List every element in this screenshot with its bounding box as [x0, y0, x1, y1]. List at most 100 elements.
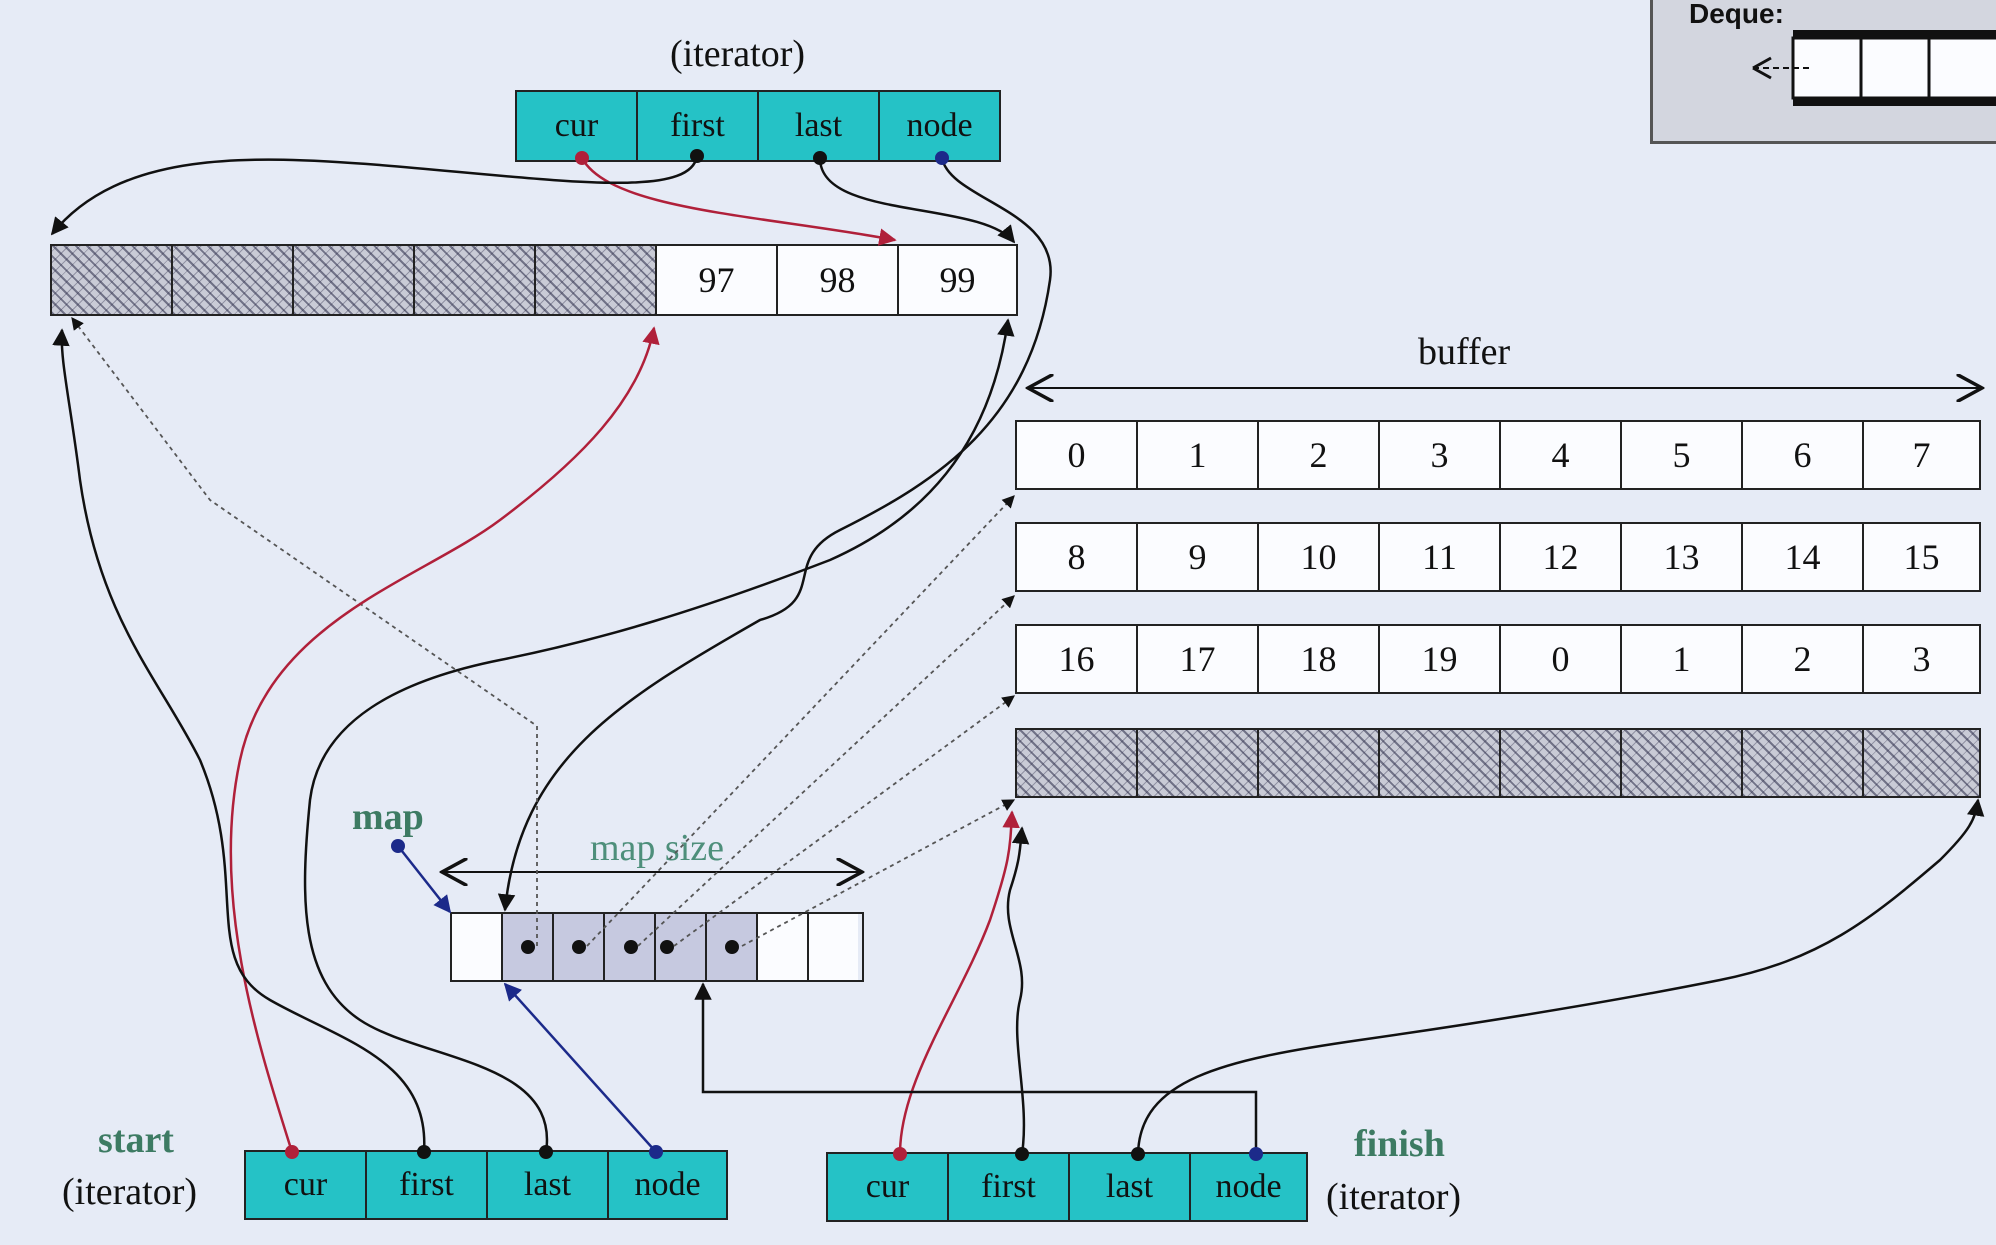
buffer-cell: 18: [1259, 626, 1380, 692]
buffer-cell: 6: [1743, 422, 1864, 488]
top-iterator-node: node: [880, 92, 999, 160]
finish-first-pointer: [1006, 826, 1030, 1155]
map-slot-pointer: [71, 316, 538, 946]
deque-inset-title: Deque:: [1689, 0, 1784, 29]
buffer-cell-unused: [1138, 730, 1259, 796]
buffer-cell: 16: [1017, 626, 1138, 692]
start-label: start: [98, 1119, 174, 1161]
start-iterator-node: node: [609, 1152, 726, 1218]
buffer-cell: 9: [1138, 524, 1259, 590]
pointer-origin-dot: [285, 1145, 299, 1159]
finish-cur-pointer: [898, 810, 1020, 1155]
buffer-cell-unused: [1622, 730, 1743, 796]
buffer-cell: 17: [1138, 626, 1259, 692]
top-buffer-cell: 99: [899, 246, 1016, 314]
deque-inset-drawing: [1752, 30, 1996, 106]
start-sub-label: (iterator): [62, 1171, 198, 1213]
pointer-origin-dot: [649, 1145, 663, 1159]
map-slot-pointer: [586, 495, 1015, 947]
finish-node-pointer: [694, 982, 1258, 1154]
deque-inset: Deque:: [1650, 0, 1996, 144]
finish-iterator: cur first last node: [826, 1152, 1308, 1222]
top-iterator-title: (iterator): [670, 33, 806, 75]
top-cur-pointer: [580, 157, 897, 246]
buffer-cell: 19: [1380, 626, 1501, 692]
pointer-origin-dot: [417, 1145, 431, 1159]
top-iterator: cur first last node: [515, 90, 1001, 162]
start-iterator: cur first last node: [244, 1150, 728, 1220]
buffer-cell: 10: [1259, 524, 1380, 590]
buffer-cell: 2: [1743, 626, 1864, 692]
map-pointer-dot: [623, 940, 638, 954]
start-last-pointer: [303, 318, 1015, 1153]
top-last-pointer: [818, 157, 1016, 244]
top-iterator-first: first: [638, 92, 759, 160]
map-slot: [758, 914, 809, 980]
map-slot-pointer: [673, 695, 1016, 947]
top-iterator-last: last: [759, 92, 880, 160]
top-iterator-cur: cur: [517, 92, 638, 160]
finish-iterator-node: node: [1191, 1154, 1306, 1220]
buffer-cell: 0: [1017, 422, 1138, 488]
buffer-cell: 8: [1017, 524, 1138, 590]
buffer-cell-unused: [1501, 730, 1622, 796]
buffer-cell-unused: [1864, 730, 1979, 796]
map-label: map: [352, 796, 424, 838]
top-buffer-cell: 98: [778, 246, 899, 314]
top-buffer-cell-unused: [294, 246, 415, 314]
finish-label: finish: [1354, 1123, 1445, 1165]
buffer-cell: 1: [1138, 422, 1259, 488]
map-slot-pointer: [741, 799, 1016, 947]
buffer-cell: 12: [1501, 524, 1622, 590]
top-node-pointer: [497, 157, 1052, 912]
map-slot-pointer: [637, 595, 1015, 947]
map-slot-used: [605, 914, 656, 980]
buffer-row-1: 0 1 2 3 4 5 6 7: [1015, 420, 1981, 490]
map-slot-used: [503, 914, 554, 980]
pointer-origin-dot: [539, 1145, 553, 1159]
buffer-cell: 13: [1622, 524, 1743, 590]
map-slot-used: [554, 914, 605, 980]
finish-iterator-last: last: [1070, 1154, 1191, 1220]
pointer-origin-dot: [391, 839, 405, 853]
buffer-cell-unused: [1259, 730, 1380, 796]
buffer-row-unused: [1015, 728, 1981, 798]
start-node-pointer: [503, 982, 657, 1153]
buffer-cell-unused: [1017, 730, 1138, 796]
finish-sub-label: (iterator): [1326, 1176, 1462, 1218]
pointer-origin-dot: [1131, 1147, 1145, 1161]
map-slot: [452, 914, 503, 980]
buffer-cell-unused: [1380, 730, 1501, 796]
map-pointer-dot: [659, 940, 674, 954]
top-buffer: 97 98 99: [50, 244, 1018, 316]
map-slot: [809, 914, 858, 980]
buffer-cell-unused: [1743, 730, 1864, 796]
finish-iterator-cur: cur: [828, 1154, 949, 1220]
pointer-origin-dot: [575, 151, 589, 165]
top-buffer-cell-unused: [173, 246, 294, 314]
pointer-origin-dot: [813, 151, 827, 165]
pointer-origin-dot: [1249, 1147, 1263, 1161]
buffer-cell: 7: [1864, 422, 1979, 488]
pointer-origin-dot: [935, 151, 949, 165]
buffer-cell: 5: [1622, 422, 1743, 488]
start-iterator-last: last: [488, 1152, 609, 1218]
map-array: [450, 912, 864, 982]
buffer-label: buffer: [1418, 331, 1511, 373]
top-buffer-cell-unused: [415, 246, 536, 314]
buffer-row-3: 16 17 18 19 0 1 2 3: [1015, 624, 1981, 694]
map-pointer-dot: [571, 940, 586, 954]
buffer-cell: 1: [1622, 626, 1743, 692]
top-buffer-cell-unused: [52, 246, 173, 314]
finish-iterator-first: first: [949, 1154, 1070, 1220]
map-slot-used: [656, 914, 707, 980]
start-first-pointer: [52, 328, 426, 1153]
buffer-row-2: 8 9 10 11 12 13 14 15: [1015, 522, 1981, 592]
buffer-cell: 0: [1501, 626, 1622, 692]
top-buffer-cell: 97: [657, 246, 778, 314]
top-first-pointer: [50, 155, 699, 236]
top-buffer-cell-unused: [536, 246, 657, 314]
buffer-cell: 3: [1380, 422, 1501, 488]
map-slot-used: [707, 914, 758, 980]
